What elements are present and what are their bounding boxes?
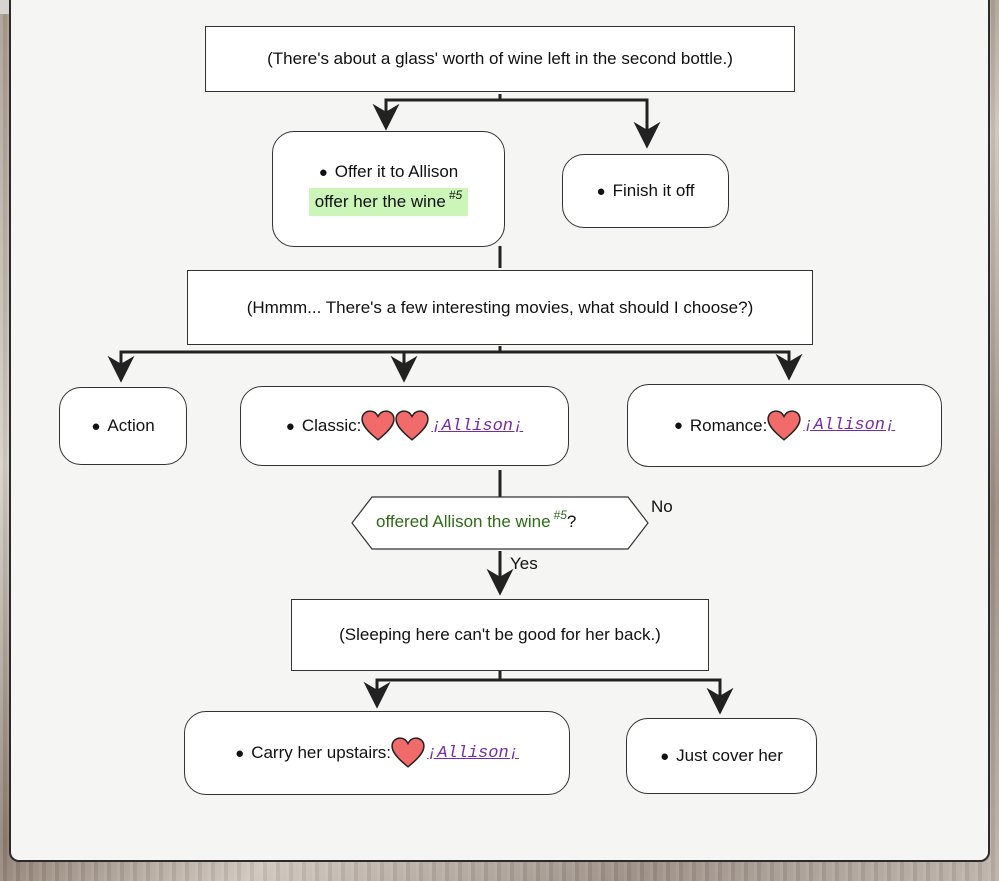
bullet-icon: ● — [285, 417, 295, 435]
heart-icon — [391, 737, 425, 768]
branch-label-no: No — [651, 497, 673, 516]
condition-label: offered Allison the wine — [376, 512, 551, 531]
choice-just-cover[interactable]: ● Just cover her — [626, 718, 817, 794]
condition-question-mark: ? — [566, 512, 577, 531]
wine-prompt-box: (There's about a glass' worth of wine le… — [205, 26, 795, 92]
bullet-icon: ● — [91, 417, 101, 435]
choice-cover-label: Just cover her — [676, 746, 783, 765]
condition-ref: #5 — [553, 508, 567, 522]
movie-prompt-text: (Hmmm... There's a few interesting movie… — [246, 297, 754, 317]
choice-classic[interactable]: ● Classic: ¡Allison¡ — [240, 386, 569, 466]
flag-ref: #5 — [448, 188, 463, 202]
movie-prompt-box: (Hmmm... There's a few interesting movie… — [187, 270, 813, 345]
bullet-icon: ● — [673, 417, 683, 434]
heart-icon — [361, 410, 396, 441]
bullet-icon: ● — [235, 744, 245, 762]
wine-prompt-text: (There's about a glass' worth of wine le… — [267, 49, 733, 68]
bullet-icon: ● — [660, 747, 670, 765]
choice-carry-label: Carry her upstairs: — [251, 743, 392, 762]
choice-carry-upstairs[interactable]: ● Carry her upstairs: ¡Allison¡ — [184, 711, 570, 795]
sleep-prompt-box: (Sleeping here can't be good for her bac… — [291, 599, 709, 671]
heart-icon — [395, 410, 430, 441]
choice-action[interactable]: ● Action — [59, 387, 187, 465]
character-link-allison[interactable]: ¡Allison¡ — [427, 743, 519, 763]
bullet-icon: ● — [318, 163, 328, 181]
choice-romance[interactable]: ● Romance: ¡Allison¡ — [627, 384, 942, 467]
condition-text: offered Allison the wine#5? — [376, 508, 577, 532]
choice-finish-it[interactable]: ● Finish it off — [562, 154, 729, 228]
character-link-allison[interactable]: ¡Allison¡ — [431, 416, 524, 436]
character-link-allison[interactable]: ¡Allison¡ — [803, 416, 896, 435]
sleep-prompt-text: (Sleeping here can't be good for her bac… — [339, 625, 661, 644]
choice-action-label: Action — [107, 416, 155, 435]
bullet-icon: ● — [596, 182, 606, 200]
heart-icon — [767, 409, 802, 441]
branch-label-yes: Yes — [510, 554, 538, 573]
choice-romance-label: Romance: — [689, 415, 768, 435]
choice-classic-label: Classic: — [301, 416, 362, 435]
flag-tag-offer-wine: offer her the wine#5 — [308, 188, 469, 216]
flag-tag-label: offer her the wine — [314, 192, 446, 211]
choice-offer-wine[interactable]: ● Offer it to Allison offer her the wine… — [272, 131, 505, 247]
choice-offer-label: Offer it to Allison — [334, 162, 459, 181]
choice-finish-label: Finish it off — [612, 181, 695, 200]
